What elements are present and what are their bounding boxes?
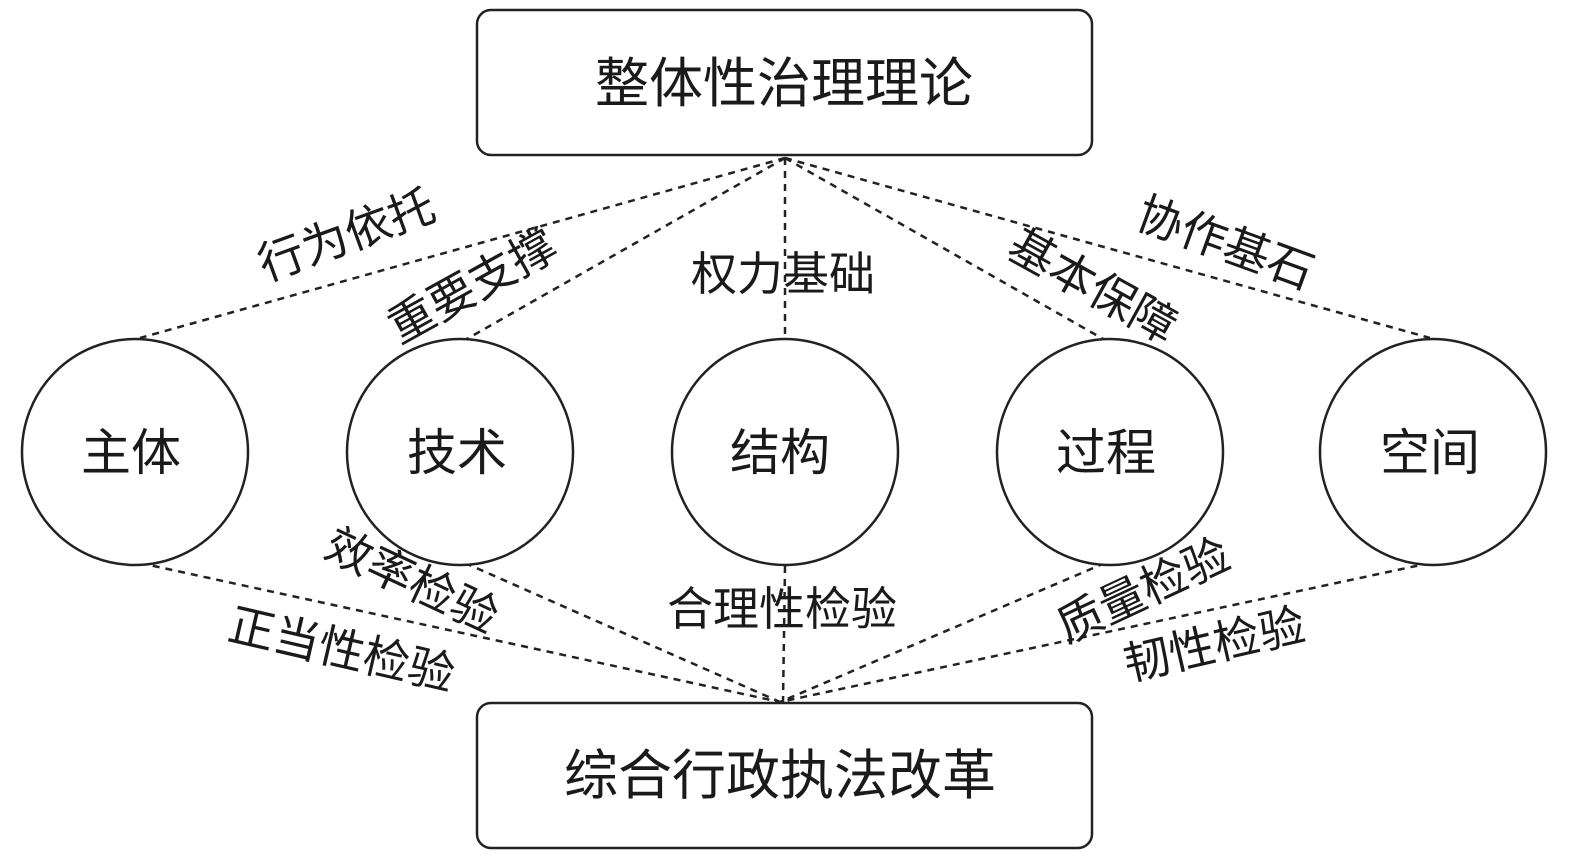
node-technology: 技术 xyxy=(345,337,575,567)
connector-top-technology xyxy=(464,156,786,342)
connector-bottom-space xyxy=(779,561,1431,704)
top-box-label: 整体性治理理论 xyxy=(595,52,973,115)
connector-bottom-technology xyxy=(464,561,781,704)
link-label-rationality-test: 合理性检验 xyxy=(667,582,897,636)
node-space: 空间 xyxy=(1318,337,1548,567)
connector-bottom-subject xyxy=(139,561,781,704)
link-label-power-foundation: 权力基础 xyxy=(691,247,875,301)
node-process: 过程 xyxy=(995,337,1225,567)
node-structure: 结构 xyxy=(670,337,900,567)
node-label: 结构 xyxy=(730,424,830,482)
node-label: 过程 xyxy=(1056,424,1156,482)
node-label: 主体 xyxy=(81,424,181,482)
bottom-box: 综合行政执法改革 xyxy=(475,701,1094,850)
connector-bottom-process xyxy=(779,561,1106,704)
bottom-box-label: 综合行政执法改革 xyxy=(564,744,996,807)
node-label: 空间 xyxy=(1380,424,1480,482)
node-label: 技术 xyxy=(407,424,507,482)
bottom-connectors xyxy=(139,561,1431,704)
node-subject: 主体 xyxy=(20,337,250,567)
top-box: 整体性治理理论 xyxy=(475,8,1094,157)
connector-bottom-structure xyxy=(781,565,787,703)
connector-top-process xyxy=(784,156,1106,342)
link-label-behavior-support: 行为依托 xyxy=(251,178,442,292)
link-label-cooperation-cornerstone: 协作基石 xyxy=(1130,186,1321,300)
top-connectors xyxy=(139,156,1431,342)
